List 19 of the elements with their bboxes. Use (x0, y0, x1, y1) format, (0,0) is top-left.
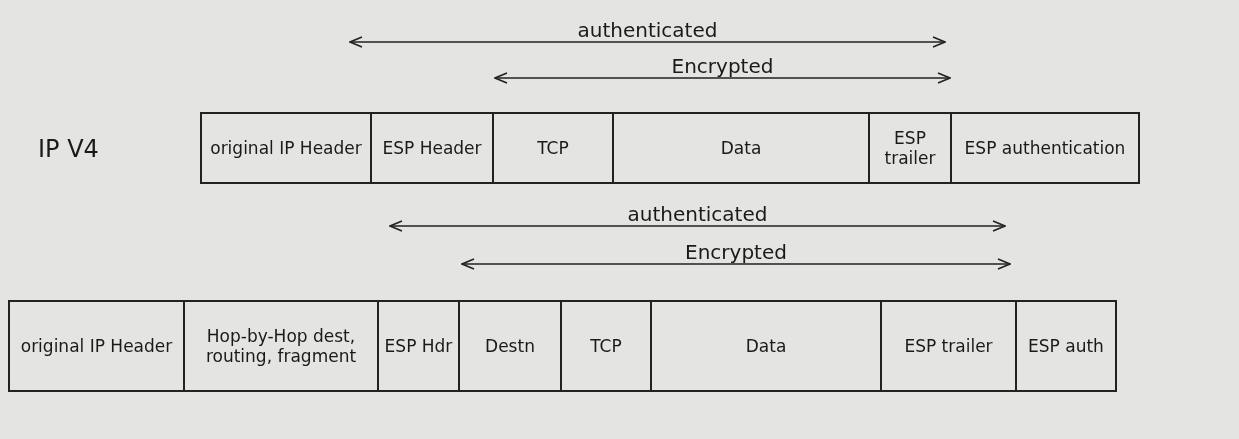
packet-field: Data (650, 300, 882, 392)
packet-field: ESP authentication (950, 112, 1140, 184)
packet-field: ESP trailer (868, 112, 952, 184)
span-label: authenticated (627, 202, 768, 226)
packet-field: ESP trailer (880, 300, 1017, 392)
packet-field: original IP Header (200, 112, 372, 184)
packet-field: TCP (560, 300, 652, 392)
packet-field: ESP Header (370, 112, 494, 184)
packet-field: TCP (492, 112, 614, 184)
span-label: Encrypted (685, 240, 787, 264)
packet-field: original IP Header (8, 300, 185, 392)
packet-field: ESP Hdr (377, 300, 460, 392)
span-label: authenticated (577, 18, 718, 42)
span-label: Encrypted (671, 54, 774, 78)
packet-field: Hop-by-Hop dest, routing, fragment (183, 300, 379, 392)
packet-field: Data (612, 112, 870, 184)
packet-field: Destn (458, 300, 562, 392)
packet-field: ESP auth (1015, 300, 1117, 392)
row-label: IP V4 (38, 135, 99, 163)
